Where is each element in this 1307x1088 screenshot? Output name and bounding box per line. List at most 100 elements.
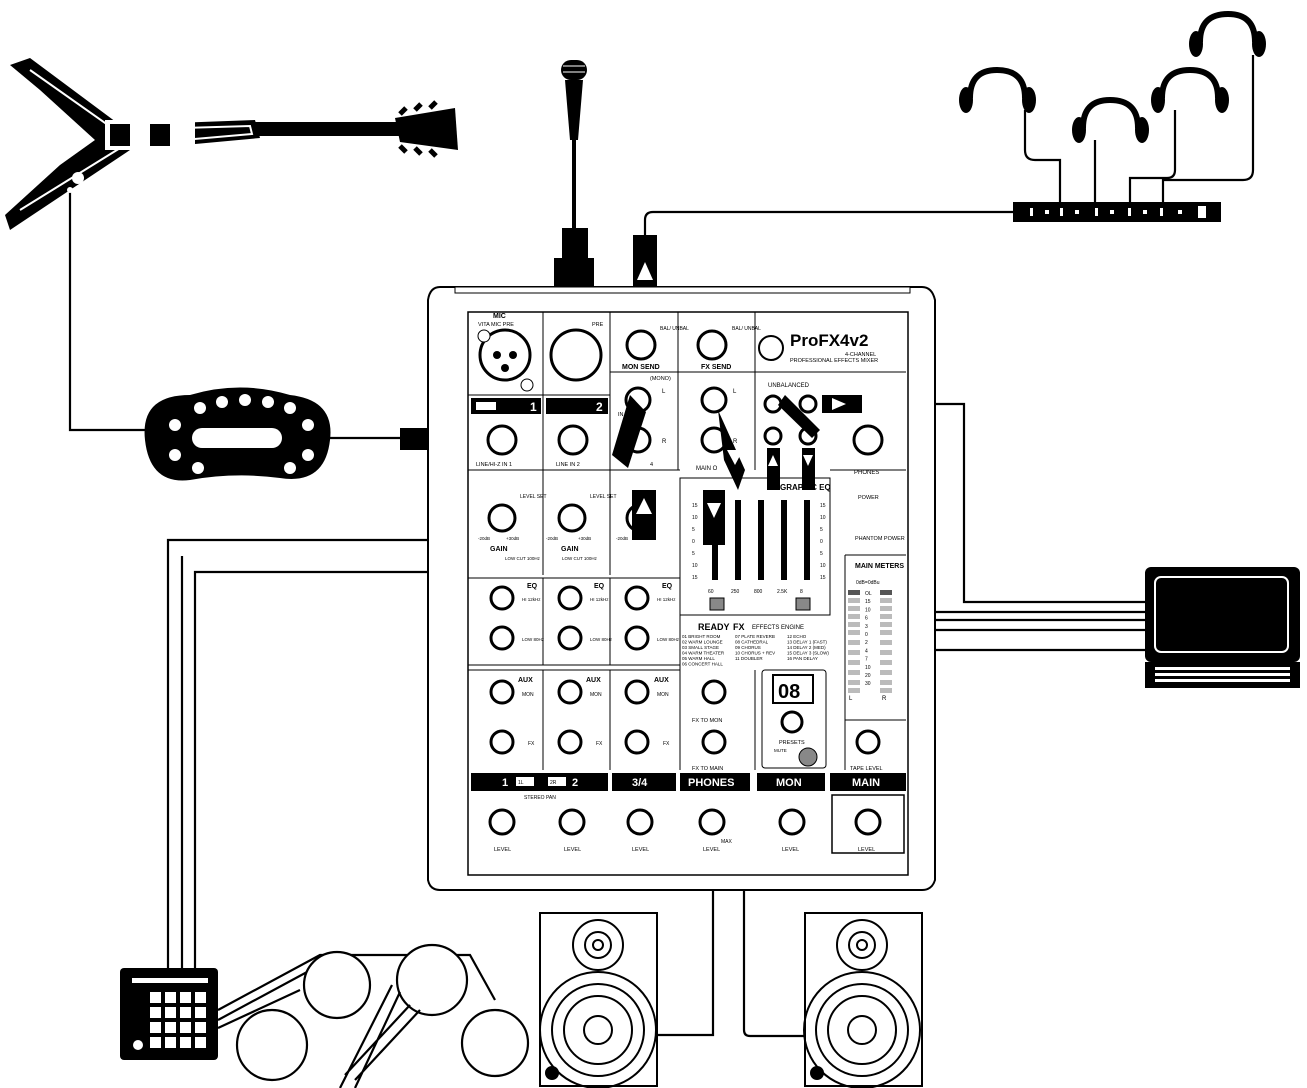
mixer-plugs xyxy=(612,395,862,545)
eq-scale-label: 10 xyxy=(820,563,826,569)
eq-freq-label: 800 xyxy=(754,589,763,595)
knobs[interactable] xyxy=(487,503,882,836)
ch2-gain-high: +30dB xyxy=(578,536,591,541)
r-label: R xyxy=(662,439,667,445)
phantom-label: PHANTOM POWER xyxy=(855,536,905,542)
eq-scale-label: 15 xyxy=(692,503,698,509)
eq-scale-label: 5 xyxy=(692,551,695,557)
mon-send-jack xyxy=(625,329,657,361)
headphones-icon xyxy=(967,10,1258,129)
xlr-input-2[interactable] xyxy=(549,328,603,382)
preset-item: 13 DELAY 1 (FAST) xyxy=(787,640,827,645)
stereo-pan-label: STEREO PAN xyxy=(524,795,556,801)
readyfx-fx: FX xyxy=(733,622,745,632)
fx-send-bal: BAL/ UNBAL xyxy=(732,326,761,332)
ch1-number: 1 xyxy=(530,400,537,414)
unbalanced-label: UNBALANCED xyxy=(768,383,810,389)
eq-scale-label: 5 xyxy=(692,527,695,533)
phones-level-label: LEVEL xyxy=(703,847,720,853)
bus-34-label: 3/4 xyxy=(632,777,648,789)
ch1-fx: FX xyxy=(528,741,535,747)
preset-item: 09 CHORUS xyxy=(735,645,761,650)
readyfx-label: READY xyxy=(698,622,730,632)
eq-scale-label: 5 xyxy=(820,527,823,533)
meter-scale-label: 15 xyxy=(865,599,871,605)
eq-scale-label: 0 xyxy=(820,539,823,545)
main-level-label: LEVEL xyxy=(858,847,875,853)
meter-scale-label: 0 xyxy=(865,632,868,638)
rca-l xyxy=(763,394,783,414)
mon-send-cable xyxy=(643,210,1015,235)
line-input-1 xyxy=(486,424,518,456)
ch2-gain-label: GAIN xyxy=(561,546,579,553)
left-speaker-icon xyxy=(539,912,658,1088)
graphic-eq-label: GRAPHIC EQ xyxy=(780,483,831,492)
ch34-mon: MON xyxy=(657,692,669,698)
ch1-line-label: LINE/HI-Z IN 1 xyxy=(476,462,512,468)
preset-item: 03 SMALL STAGE xyxy=(682,645,719,650)
meter-r: R xyxy=(882,696,887,702)
fx-send-label: FX SEND xyxy=(701,364,731,371)
bus-2-label: 2 xyxy=(572,777,578,789)
drum-pads-icon xyxy=(235,943,530,1088)
ch1-low-cut: LOW CUT 100Hz xyxy=(505,556,541,561)
main-out-l-jack xyxy=(700,386,728,414)
ch2-low: LOW 80Hz xyxy=(590,637,613,642)
ch34-fx: FX xyxy=(663,741,670,747)
rca-r xyxy=(798,394,818,414)
ch1-aux-label: AUX xyxy=(518,677,533,684)
eq-scale-label: 0 xyxy=(692,539,695,545)
left-speaker-cable xyxy=(657,830,715,1037)
ch1-mon: MON xyxy=(522,692,534,698)
ch2-aux-label: AUX xyxy=(586,677,601,684)
main-meters xyxy=(848,590,892,693)
ch34-level-label: LEVEL xyxy=(632,847,649,853)
mackie-logo-icon xyxy=(758,335,784,361)
preset-item: 04 WARM THEATER xyxy=(682,651,725,656)
preset-item: 11 DOUBLER xyxy=(735,656,763,661)
ch2-mon: MON xyxy=(590,692,602,698)
effects-engine-label: EFFECTS ENGINE xyxy=(752,625,804,631)
mon-send-label: MON SEND xyxy=(622,364,660,371)
headphone-amp-icon xyxy=(1013,202,1221,222)
ch1-eq-label: EQ xyxy=(527,583,538,590)
meter-scale-label: 10 xyxy=(865,607,871,613)
brand-sub-1: 4-CHANNEL xyxy=(845,352,876,358)
preset-item: 14 DELAY 2 (MED) xyxy=(787,645,826,650)
meter-scale-label: 20 xyxy=(865,673,871,679)
ch34-gain-low: -20dB xyxy=(616,536,628,541)
ch2-hi: HI 12kHz xyxy=(590,597,609,602)
preset-item: 16 PAN DELAY xyxy=(787,656,818,661)
brand-name: ProFX4v2 xyxy=(790,331,868,350)
ch1-mic-sub: VITA MIC PRE xyxy=(478,322,514,328)
fx-to-main-label: FX TO MAIN xyxy=(692,766,723,772)
phones-max-label: MAX xyxy=(721,839,733,845)
eq-freq-label: 8 xyxy=(800,589,803,595)
preset-item: 05 WARM HALL xyxy=(682,656,715,661)
meter-scale-label: 10 xyxy=(865,665,871,671)
ch1-hi: HI 12kHz xyxy=(522,597,541,602)
phones-label: PHONES xyxy=(854,470,879,476)
bus-1-label: 1 xyxy=(502,777,508,789)
main-r-label: R xyxy=(733,439,738,445)
pan-1l: 1L xyxy=(518,780,524,786)
preset-item: 12 ECHO xyxy=(787,634,807,639)
effects-pedal-icon xyxy=(144,387,331,481)
fx-to-mon-label: FX TO MON xyxy=(692,718,722,724)
main-l-label: L xyxy=(733,389,737,395)
bus-phones-label: PHONES xyxy=(688,777,734,789)
ch34-aux-label: AUX xyxy=(654,677,669,684)
ch1-mic-label: MIC xyxy=(493,313,506,320)
ch2-mic-sub: PRE xyxy=(592,322,604,328)
preset-item: 10 CHORUS + REV xyxy=(735,651,775,656)
eq-freq-label: 2.5K xyxy=(777,589,788,595)
ch2-gain-low: -20dB xyxy=(546,536,558,541)
eq-freq-label: 60 xyxy=(708,589,714,595)
ch1-gain-label: GAIN xyxy=(490,546,508,553)
right-speaker-icon xyxy=(803,912,923,1088)
main-meters-label: MAIN METERS xyxy=(855,563,904,570)
xlr-input-1[interactable] xyxy=(477,328,534,392)
meter-l: L xyxy=(849,696,853,702)
meter-scale-label: 7 xyxy=(865,657,868,663)
